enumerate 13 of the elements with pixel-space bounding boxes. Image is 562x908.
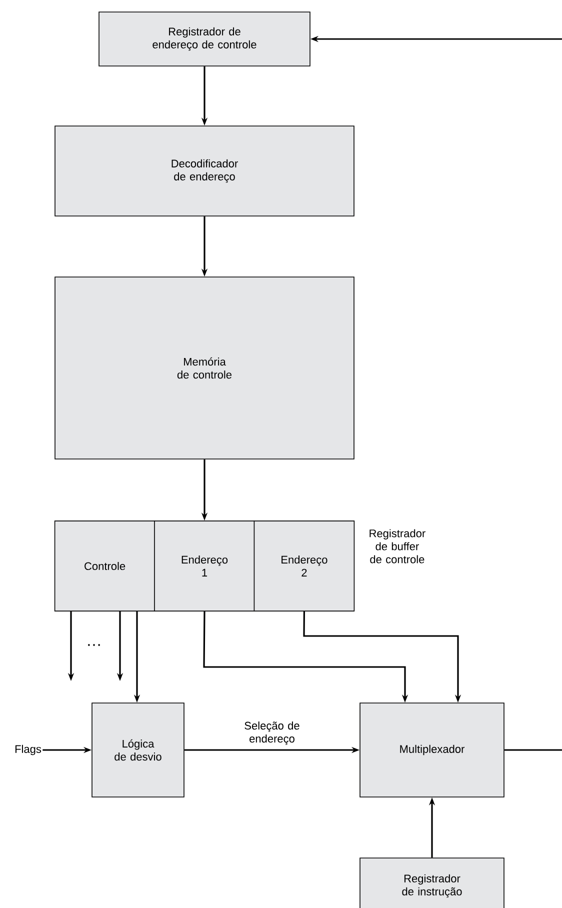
register-box: Registrador de instrução bbox=[360, 858, 504, 908]
input-label: Flags bbox=[15, 744, 42, 756]
register-box: Registrador de endereço de controle bbox=[98, 12, 310, 66]
edge-label: Seleção de endereço bbox=[235, 720, 309, 746]
register-field: Controle bbox=[54, 520, 156, 612]
register-field: Endereço 1 bbox=[154, 520, 255, 612]
logic-box: Lógica de desvio bbox=[92, 702, 184, 798]
register-field: Endereço 2 bbox=[254, 520, 355, 612]
memory-box: Memória de controle bbox=[54, 276, 354, 460]
multiplexer-box: Multiplexador bbox=[360, 702, 504, 798]
ellipsis: … bbox=[88, 644, 100, 646]
decoder-box: Decodificador de endereço bbox=[54, 126, 354, 216]
node-label: Registrador de buffer de controle bbox=[370, 529, 426, 564]
